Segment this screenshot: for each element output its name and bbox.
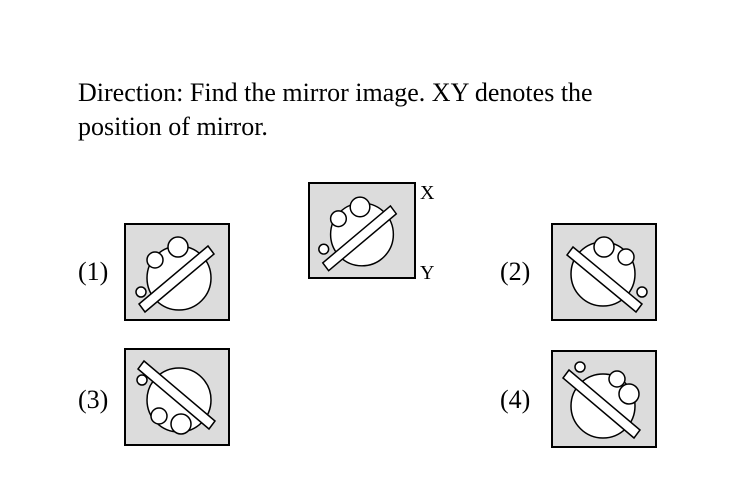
option-3-figure[interactable] xyxy=(124,348,230,446)
mirror-line xyxy=(414,182,416,279)
option-2-figure[interactable] xyxy=(551,223,657,321)
mirror-label-x: X xyxy=(420,182,435,204)
option-2-label: (2) xyxy=(500,257,531,286)
option-2-drawing xyxy=(565,236,648,314)
question-line-2: position of mirror. xyxy=(78,112,268,141)
question-text: Direction: Find the mirror image. XY den… xyxy=(78,76,678,144)
option-1-figure[interactable] xyxy=(124,223,230,321)
question-line-1: Direction: Find the mirror image. XY den… xyxy=(78,78,593,107)
option-3-drawing xyxy=(136,359,217,435)
question-figure-drawing xyxy=(318,196,398,272)
option-4-label: (4) xyxy=(500,385,531,414)
option-4-figure[interactable] xyxy=(551,350,657,448)
option-1-drawing xyxy=(135,236,216,314)
mirror-label-y: Y xyxy=(420,262,435,284)
option-1-label: (1) xyxy=(78,257,109,286)
option-3-label: (3) xyxy=(78,385,109,414)
option-4-drawing xyxy=(561,361,642,440)
question-figure xyxy=(308,182,416,279)
